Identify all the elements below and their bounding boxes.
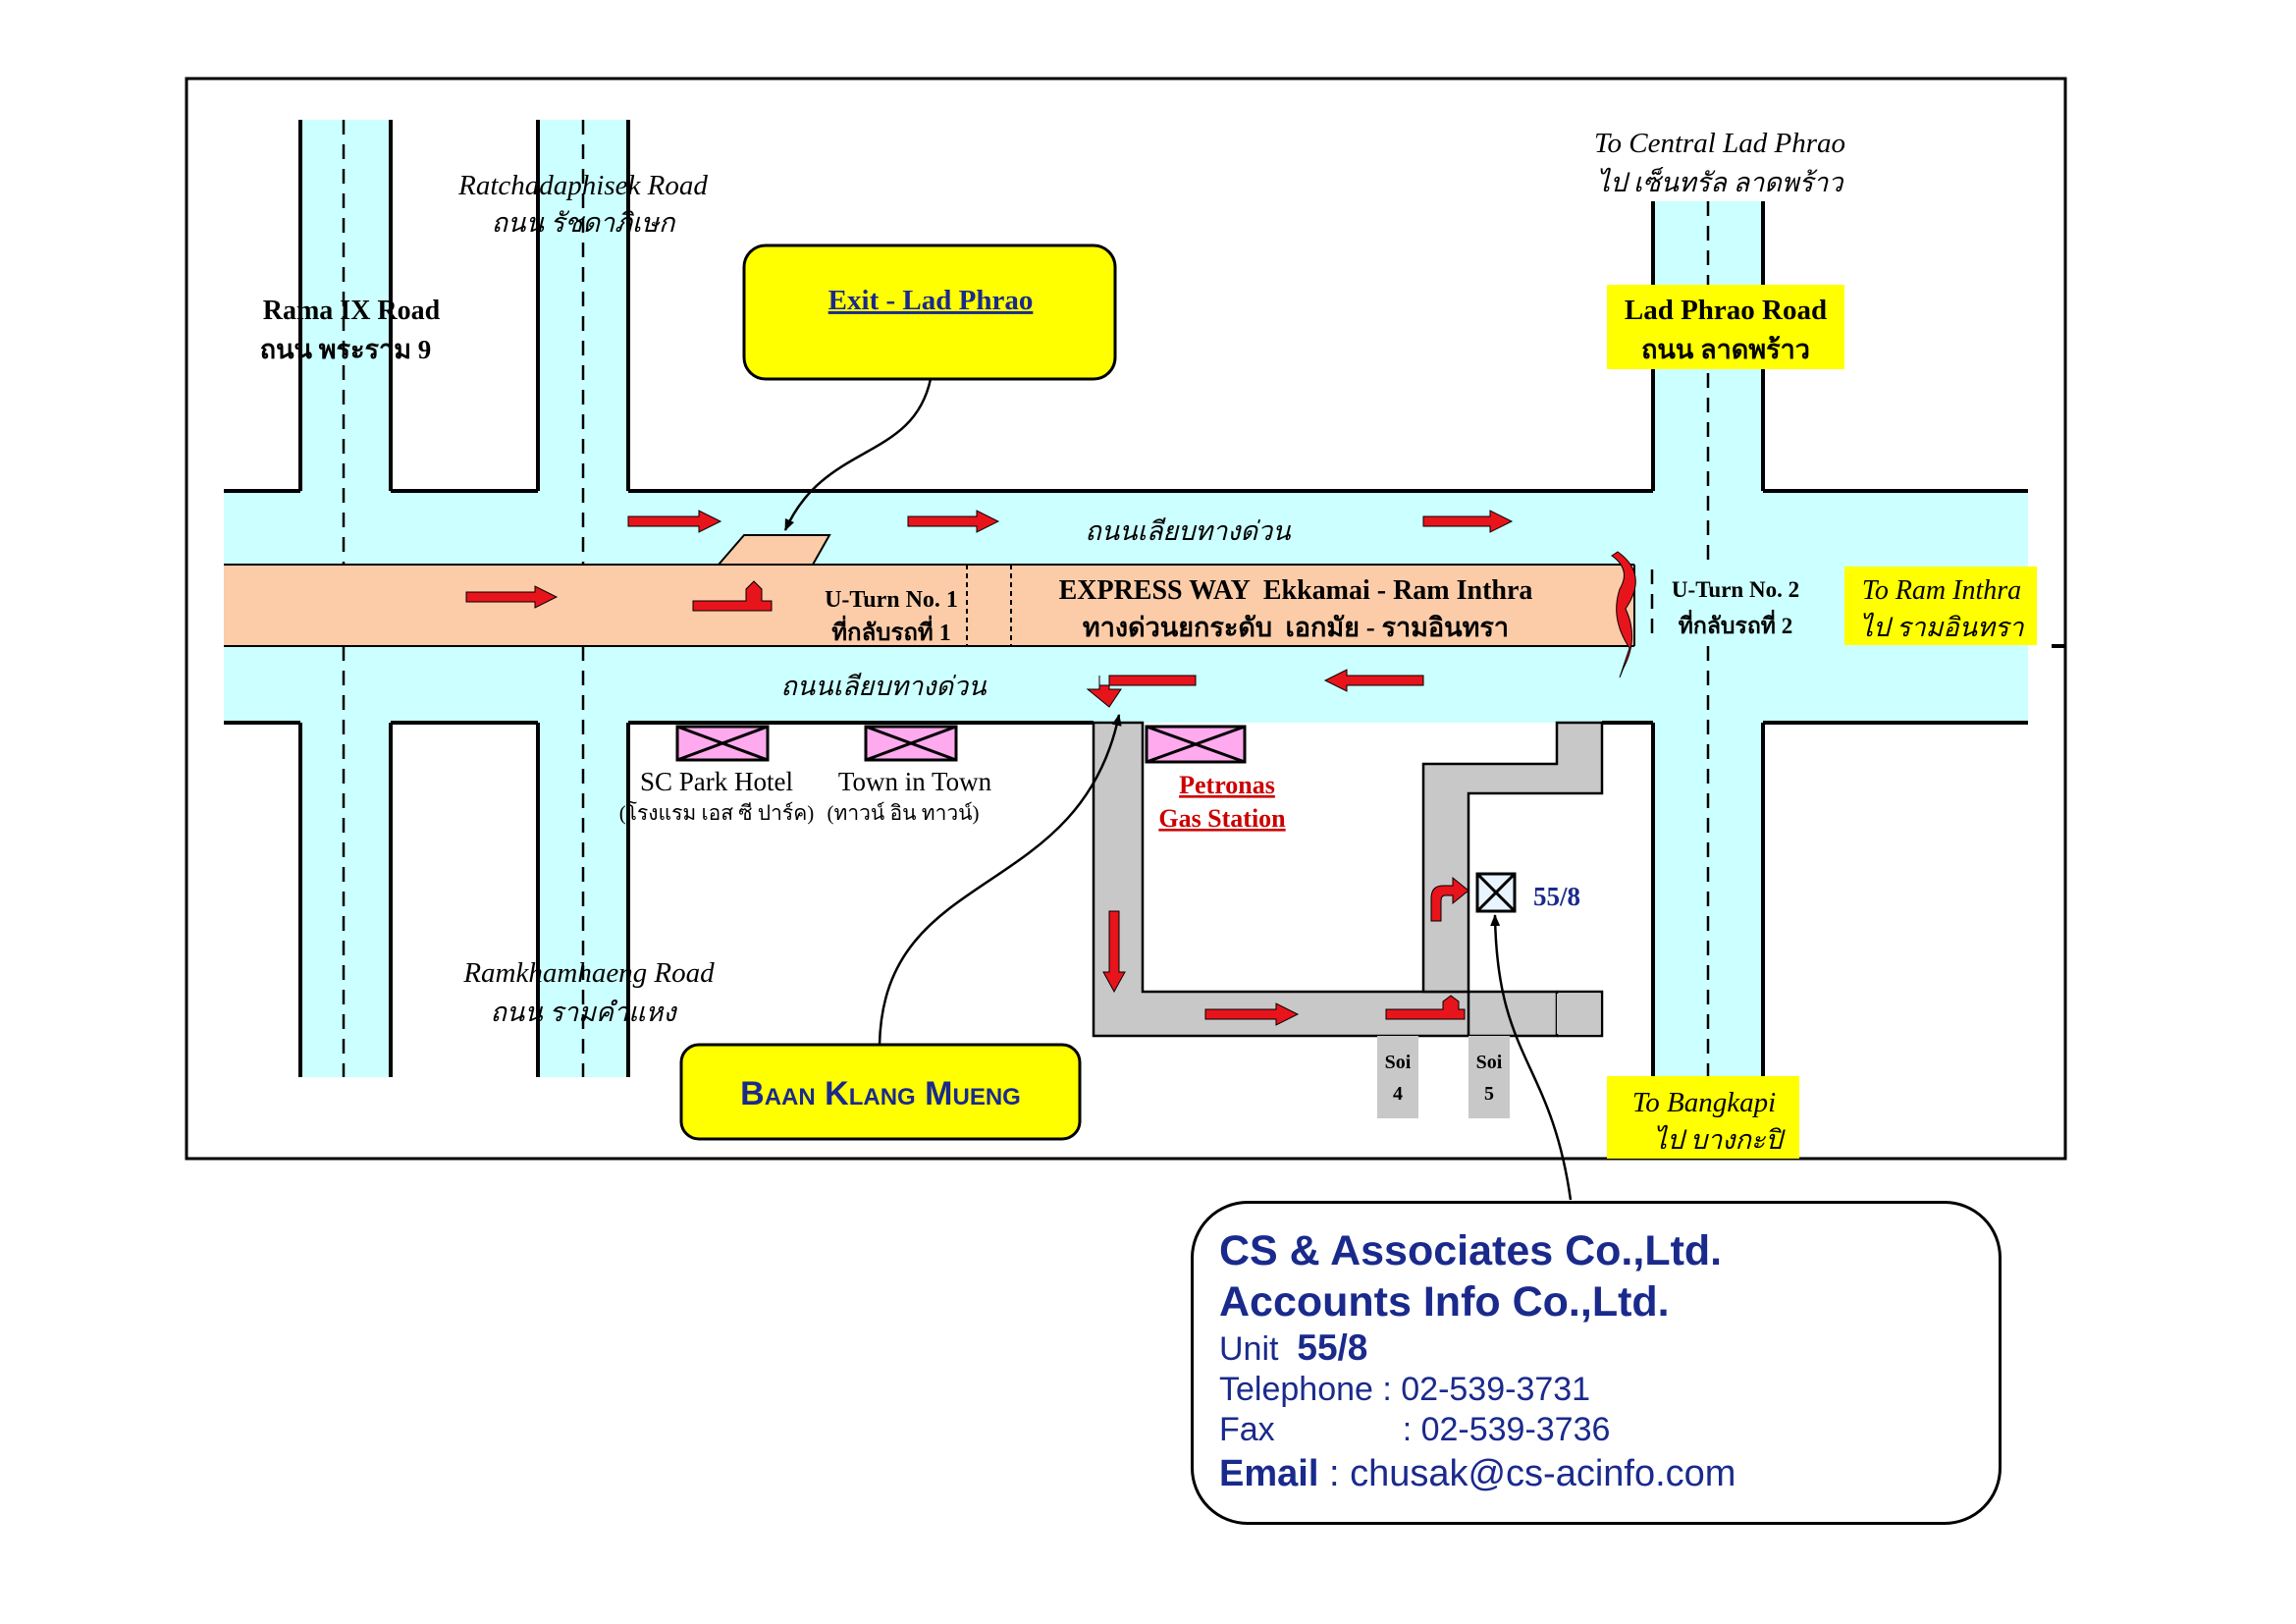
unit-value: 55/8 xyxy=(1297,1327,1368,1368)
unit-label: Unit xyxy=(1219,1330,1279,1368)
telephone-line: Telephone : 02-539-3731 xyxy=(1219,1371,1591,1408)
road-edges xyxy=(224,120,2065,1077)
soi5-number: 5 xyxy=(1484,1083,1494,1105)
ramintra-direction: To Ram Inthra xyxy=(1862,575,2021,606)
fax-value: : 02-539-3736 xyxy=(1402,1411,1611,1448)
uturn2-label-th: ที่กลับรถที่ 2 xyxy=(1679,609,1792,638)
ladphrao-road-label-bg xyxy=(1607,285,1844,369)
uturn1-label: U-Turn No. 1 xyxy=(825,587,958,613)
town-in-town-label: Town in Town xyxy=(838,767,992,796)
ratchadaphisek-road-label-th: ถนน รัชดาภิเษก xyxy=(492,208,676,238)
expressway-label: EXPRESS WAY Ekkamai - Ram Inthra xyxy=(1059,575,1533,606)
rama9-road-label-th: ถนน พระราม 9 xyxy=(260,335,432,364)
exit-ladphrao-label: Exit - Lad Phrao xyxy=(828,285,1034,316)
ramintra-label-bg xyxy=(1844,567,2037,645)
town-in-town-label-th: (ทาวน์ อิน ทาวน์) xyxy=(827,801,979,825)
uturn2-label: U-Turn No. 2 xyxy=(1672,577,1799,602)
soi5-label: Soi xyxy=(1476,1052,1503,1073)
sc-park-hotel-label-th: (โรงแรม เอส ซี ปาร์ค) xyxy=(619,801,815,825)
uturn2-arrow xyxy=(1611,551,1636,678)
petronas-marker xyxy=(1145,725,1247,764)
unit-line: Unit 55/8 xyxy=(1219,1327,1999,1370)
lane-markings xyxy=(342,120,1710,1077)
soi4-label: Soi xyxy=(1385,1052,1412,1073)
expressway-band xyxy=(224,565,1634,646)
service-road-label-top: ถนนเลียบทางด่วน xyxy=(1085,516,1292,546)
ratchadaphisek-road-label: Ratchadaphisek Road xyxy=(457,170,708,201)
town-in-town-marker xyxy=(864,725,958,762)
email-line: Email : chusak@cs-acinfo.com xyxy=(1219,1450,1999,1497)
ramkhamhaeng-road-label-th: ถนน รามคำแหง xyxy=(490,998,677,1027)
gas-station-label: Gas Station xyxy=(1158,804,1286,833)
email-value[interactable]: : chusak@cs-acinfo.com xyxy=(1318,1453,1736,1494)
soi5-stub xyxy=(1468,1036,1510,1118)
soi4-stub xyxy=(1377,1036,1418,1118)
uturn1-label-th: ที่กลับรถที่ 1 xyxy=(831,615,951,646)
fax-line: Fax : 02-539-3736 xyxy=(1219,1410,1999,1450)
unit-marker-label: 55/8 xyxy=(1533,882,1580,911)
office-leader-line xyxy=(1490,914,1573,1201)
bangkapi-label-bg xyxy=(1607,1076,1799,1159)
exit-leader-line xyxy=(783,378,933,531)
baan-klang-mueng-label: Baan Klang Mueng xyxy=(740,1075,1021,1112)
email-label: Email xyxy=(1219,1453,1319,1494)
ladphrao-road-label: Lad Phrao Road xyxy=(1625,295,1827,326)
bangkapi-direction-th: ไป บางกะปิ xyxy=(1654,1124,1787,1155)
central-ladphrao-direction-th: ไป เซ็นทรัล ลาดพร้าว xyxy=(1597,167,1845,197)
baan-leader-line xyxy=(878,714,1122,1046)
fax-label: Fax xyxy=(1219,1411,1275,1448)
company-name-accounts: Accounts Info Co.,Ltd. xyxy=(1219,1278,1670,1326)
traffic-arrows xyxy=(465,510,1514,1026)
company-info-box: CS & Associates Co.,Ltd. Accounts Info C… xyxy=(1191,1201,2002,1525)
ladphrao-road-label-th: ถนน ลาดพร้าว xyxy=(1641,335,1810,364)
ramintra-direction-th: ไป รามอินทรา xyxy=(1859,612,2024,642)
rama9-road-label: Rama IX Road xyxy=(263,296,441,326)
bangkapi-direction: To Bangkapi xyxy=(1632,1087,1776,1118)
central-ladphrao-direction: To Central Lad Phrao xyxy=(1594,128,1845,159)
sc-park-hotel-marker xyxy=(675,725,770,762)
expressway-label-th: ทางด่วนยกระดับ เอกมัย - รามอินทรา xyxy=(1083,613,1509,642)
unit-55-8-marker xyxy=(1475,872,1517,913)
sc-park-hotel-label: SC Park Hotel xyxy=(640,767,793,796)
company-name-cs: CS & Associates Co.,Ltd. xyxy=(1219,1227,1723,1274)
soi4-number: 4 xyxy=(1393,1083,1403,1105)
ramkhamhaeng-road-label: Ramkhamhaeng Road xyxy=(462,957,715,989)
petronas-label: Petronas xyxy=(1179,771,1275,799)
service-road-label-bottom: ถนนเลียบทางด่วน xyxy=(780,672,988,701)
